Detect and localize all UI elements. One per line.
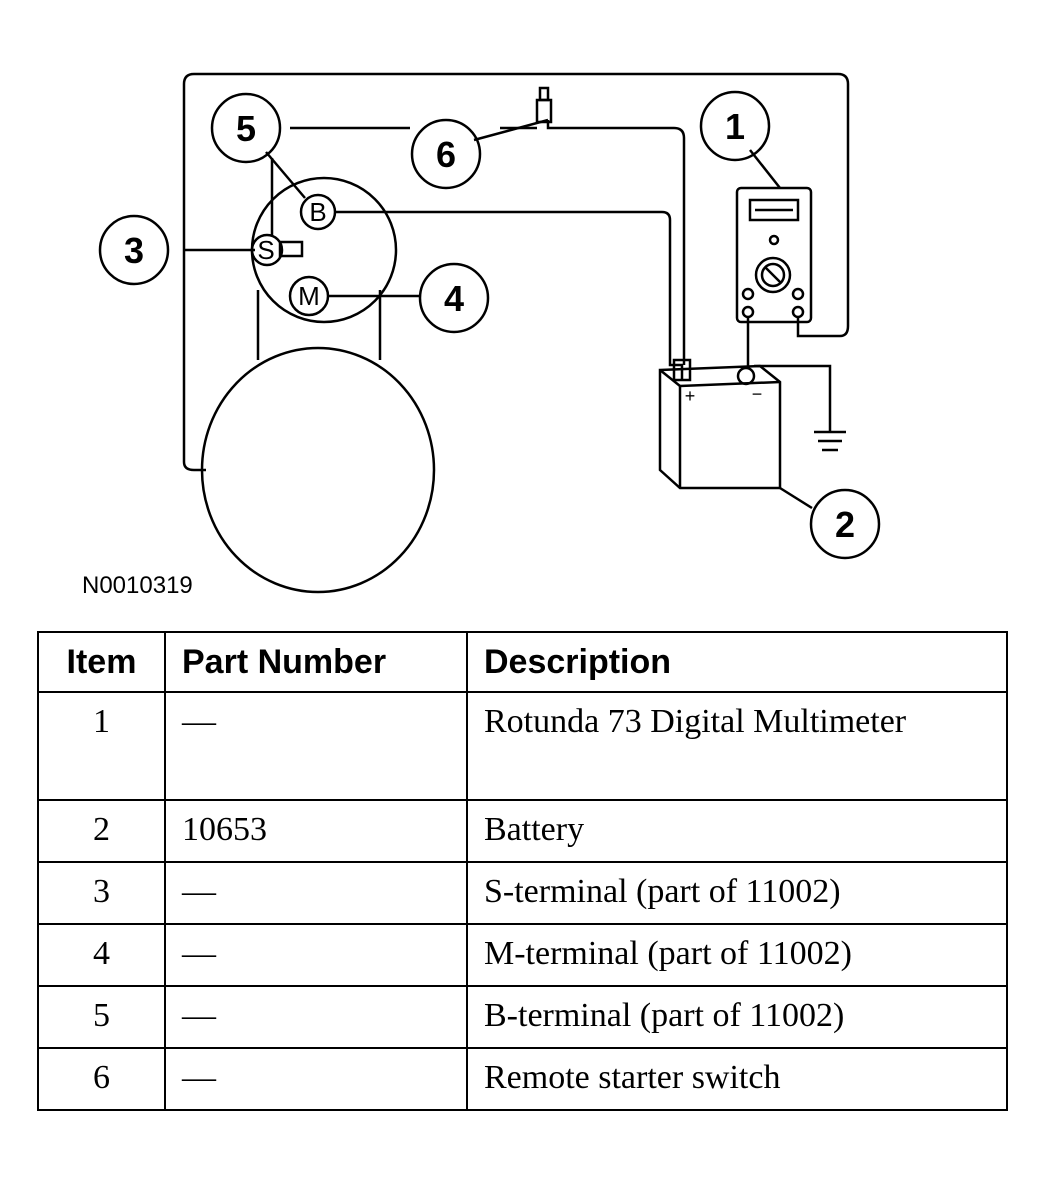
m-terminal-label: M	[298, 281, 320, 311]
header-item: Item	[37, 631, 166, 693]
callout-2-label: 2	[835, 504, 855, 545]
header-description: Description	[466, 631, 1008, 693]
digital-multimeter-icon	[735, 186, 813, 324]
item-cell: 4	[37, 923, 166, 987]
description-cell: Remote starter switch	[466, 1047, 1008, 1111]
item-cell: 1	[37, 691, 166, 801]
header-part-number: Part Number	[164, 631, 468, 693]
callout-6-leader	[473, 118, 549, 142]
s-terminal-tab	[278, 240, 304, 258]
part-number-cell: —	[164, 861, 468, 925]
s-terminal-label: S	[257, 235, 274, 265]
table-row: 3 — S-terminal (part of 11002)	[37, 861, 1008, 925]
battery-negative-label: −	[752, 384, 763, 404]
s-terminal	[250, 233, 284, 267]
table-row: 2 10653 Battery	[37, 799, 1008, 863]
callout-1-circle	[699, 90, 771, 162]
table-header-row: Item Part Number Description	[37, 631, 1008, 693]
description-cell: S-terminal (part of 11002)	[466, 861, 1008, 925]
table-row: 1 — Rotunda 73 Digital Multimeter	[37, 691, 1008, 801]
callout-5-circle	[210, 92, 282, 164]
description-cell: Rotunda 73 Digital Multimeter	[466, 691, 1008, 801]
callout-3-label: 3	[124, 230, 144, 271]
ground-symbol-icon	[814, 430, 846, 452]
part-number-cell: 10653	[164, 799, 468, 863]
table-row: 4 — M-terminal (part of 11002)	[37, 923, 1008, 987]
callout-6-label: 6	[436, 134, 456, 175]
callout-5-label: 5	[236, 108, 256, 149]
table-row: 5 — B-terminal (part of 11002)	[37, 985, 1008, 1049]
ground-wire	[754, 364, 832, 432]
switch-to-battery-wire	[546, 120, 686, 365]
b-terminal-to-battery-wire	[335, 210, 684, 380]
part-number-cell: —	[164, 923, 468, 987]
callout-1-leader	[749, 149, 781, 189]
description-cell: B-terminal (part of 11002)	[466, 985, 1008, 1049]
part-number-cell: —	[164, 691, 468, 801]
callout-6-circle	[410, 118, 482, 190]
item-cell: 2	[37, 799, 166, 863]
battery-icon	[658, 358, 782, 490]
part-number-cell: —	[164, 985, 468, 1049]
parts-table: Item Part Number Description 1 — Rotunda…	[37, 631, 1008, 1111]
starter-test-diagram: 1 2 3 4 5 6 B S M + − N0010319	[82, 72, 881, 599]
item-cell: 5	[37, 985, 166, 1049]
callout-2-leader	[779, 486, 813, 510]
item-cell: 3	[37, 861, 166, 925]
multimeter-to-s-terminal-wire	[182, 72, 850, 472]
callout-2-circle	[809, 488, 881, 560]
callout-4-label: 4	[444, 278, 464, 319]
table-row: 6 — Remote starter switch	[37, 1047, 1008, 1111]
starter-motor-icon	[200, 176, 436, 594]
item-cell: 6	[37, 1047, 166, 1111]
description-cell: Battery	[466, 799, 1008, 863]
callout-3-circle	[98, 214, 170, 286]
figure-id: N0010319	[82, 572, 193, 599]
callout-4-circle	[418, 262, 490, 334]
part-number-cell: —	[164, 1047, 468, 1111]
b-terminal-label: B	[309, 197, 326, 227]
callout-1-label: 1	[725, 106, 745, 147]
battery-positive-label: +	[685, 386, 696, 406]
description-cell: M-terminal (part of 11002)	[466, 923, 1008, 987]
